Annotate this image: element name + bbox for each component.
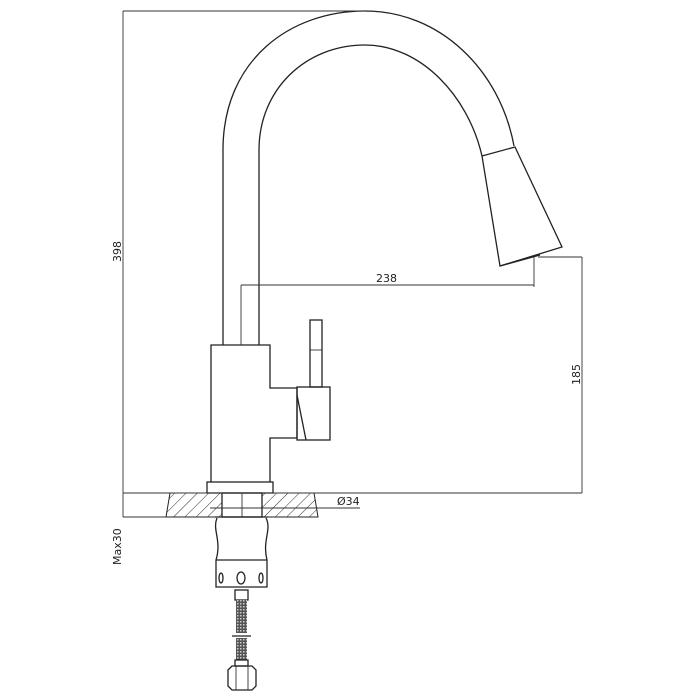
hose-nut <box>227 665 257 691</box>
dim-hole-diameter: Ø34 <box>337 495 360 508</box>
base-flange <box>206 481 274 494</box>
spout <box>222 10 515 345</box>
faucet-body <box>210 344 298 482</box>
dim-spout-reach: 238 <box>376 272 397 285</box>
mounting-fitting <box>214 517 269 588</box>
dimension-34: Ø34 <box>210 495 360 509</box>
dimension-238: 238 <box>240 257 535 345</box>
dimension-185: 185 <box>538 256 583 493</box>
dimension-max30: Max30 <box>111 493 166 565</box>
dim-max-thickness: Max30 <box>111 528 124 565</box>
lever-handle <box>296 319 331 441</box>
spray-head <box>481 146 563 267</box>
dimension-398: 398 <box>111 10 365 493</box>
supply-hose <box>227 589 257 691</box>
countertop-section <box>165 492 319 518</box>
dim-total-height: 398 <box>111 241 124 262</box>
dim-spout-height: 185 <box>570 364 583 385</box>
